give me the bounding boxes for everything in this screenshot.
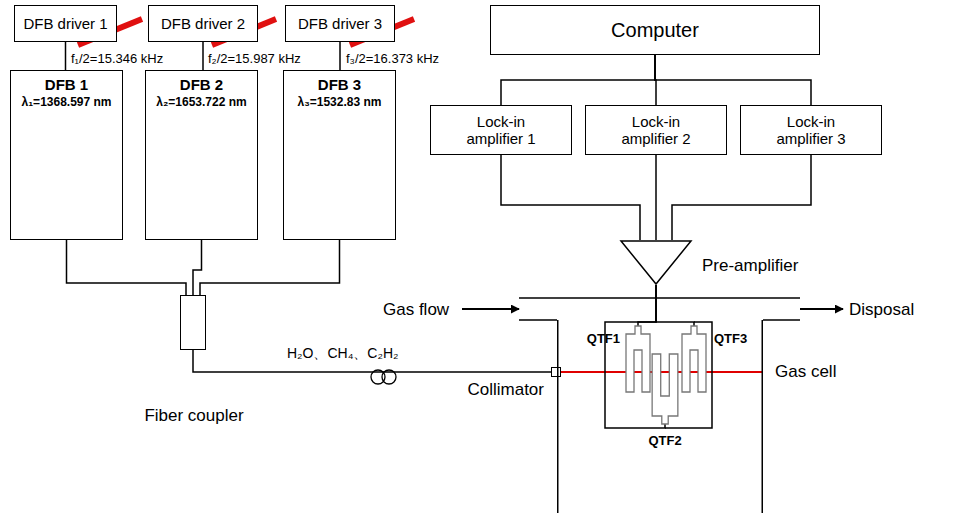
tuning-fork-label: QTF2 (648, 434, 681, 449)
laser-box: DFB 1 λ₁=1368.597 nm (10, 70, 123, 240)
lockin-box: Lock-in amplifier 1 (430, 105, 572, 155)
tuning-fork: QTF3 (680, 326, 708, 392)
tuning-fork: QTF2 (650, 354, 680, 424)
tuning-fork-outline (680, 326, 708, 392)
lockin-box: Lock-in amplifier 2 (585, 105, 727, 155)
tuning-fork-label: QTF1 (587, 332, 620, 347)
fiber-coupler-label: Fiber coupler (144, 406, 243, 426)
connector-line (339, 42, 341, 70)
connector-line (638, 285, 656, 326)
wavelength-label: λ₃=1532.83 nm (298, 96, 382, 110)
connector-line (200, 240, 340, 295)
gas-species: H₂O、CH₄、C₂H₂ (286, 345, 399, 361)
amplifier-triangle-outline (620, 240, 692, 285)
flow-arrow (462, 308, 519, 310)
connector-line (67, 240, 187, 295)
laser-box: DFB 2 λ₂=1653.722 nm (145, 70, 258, 240)
lockin-box: Lock-in amplifier 3 (740, 105, 882, 155)
gas-cell-label: Gas cell (775, 362, 836, 382)
laser-box: DFB 3 λ₃=1532.83 nm (283, 70, 396, 240)
fiber-coupler: Fiber coupler (180, 295, 206, 350)
lockin-box-label: Lock-in amplifier 1 (453, 113, 549, 148)
connector-line (656, 285, 694, 326)
wavelength-label: λ₂=1653.722 nm (156, 96, 246, 110)
driver-box-label: DFB driver 1 (23, 15, 107, 32)
modulation-frequency: f₁/2=15.346 kHz (70, 52, 164, 67)
modulation-frequency: f₃/2=16.373 kHz (345, 52, 440, 67)
amplifier-symbol (621, 241, 691, 284)
wavelength-label: λ₁=1368.597 nm (21, 96, 111, 110)
collimator: Collimator (551, 367, 561, 377)
driver-box: DFB driver 2 (148, 5, 258, 42)
tuning-fork-label: QTF3 (714, 332, 747, 347)
computer-box: Computer (490, 5, 820, 55)
lockin-box-label: Lock-in amplifier 3 (763, 113, 859, 148)
laser-name: DFB 1 (45, 76, 88, 93)
amplifier-triangle-label: Pre-amplifier (702, 256, 798, 276)
connector-line (655, 55, 811, 105)
flow-label: Gas flow (382, 300, 450, 320)
connector-line (672, 155, 811, 240)
tuning-fork: QTF1 (624, 326, 652, 392)
cell-wall (557, 298, 763, 513)
computer-box-label: Computer (611, 19, 699, 42)
inlet-tube (519, 319, 557, 321)
outlet-tube (763, 297, 800, 299)
fork-outline (682, 326, 706, 392)
connector-line (501, 155, 640, 240)
flow-label: Disposal (848, 300, 915, 320)
connector-line (65, 42, 67, 70)
laser-name: DFB 3 (318, 76, 361, 93)
gas-cell: Gas cellQTF1QTF2QTF3 (557, 298, 763, 513)
tuning-fork-outline (624, 326, 652, 392)
fork-outline (652, 354, 678, 424)
amplifier-triangle: Pre-amplifier (620, 240, 692, 285)
driver-box: DFB driver 1 (14, 5, 117, 42)
driver-box-label: DFB driver 3 (298, 15, 382, 32)
connector-line (501, 55, 655, 105)
inlet-tube (519, 297, 557, 299)
outlet-tube (763, 319, 800, 321)
driver-box-label: DFB driver 2 (161, 15, 245, 32)
flow-arrow (800, 308, 843, 310)
tuning-fork-outline (650, 354, 680, 424)
driver-box: DFB driver 3 (285, 5, 395, 42)
connector-line (202, 42, 204, 70)
collimator-label: Collimator (467, 380, 544, 400)
lockin-box-label: Lock-in amplifier 2 (608, 113, 704, 148)
connector-line (655, 155, 657, 240)
modulation-frequency: f₂/2=15.987 kHz (207, 52, 302, 67)
laser-beam (561, 371, 763, 373)
fork-outline (626, 326, 650, 392)
laser-name: DFB 2 (180, 76, 223, 93)
